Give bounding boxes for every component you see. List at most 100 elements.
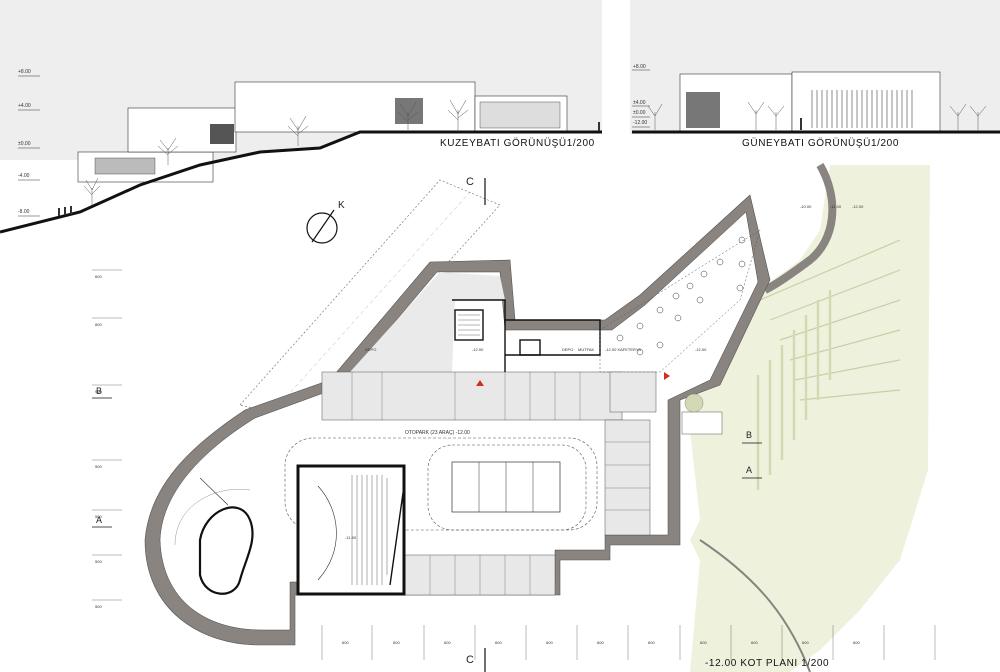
stair-treads	[458, 314, 480, 336]
parking-column-right-dividers	[605, 441, 650, 511]
lower-contour	[699, 539, 811, 672]
north-label: K	[338, 200, 345, 211]
parking-circulation-loop	[284, 437, 598, 531]
site-level-2: -11.00	[830, 204, 842, 209]
terrace-lines	[759, 239, 901, 401]
cafe-counter	[609, 371, 657, 413]
nw-building-mid-dark	[210, 124, 234, 144]
level-entry: -12.00	[472, 347, 484, 352]
room-mutfak: MUTFAK	[578, 347, 595, 352]
spiral-ramp-island	[198, 506, 254, 595]
nw-level-2: +4.00	[18, 103, 31, 109]
left-dim-7: 500	[95, 604, 102, 609]
nw-building-right-glass	[479, 101, 561, 129]
left-dim-1: 600	[95, 274, 102, 279]
room-depo-left: DEPO	[365, 347, 377, 352]
nw-building-tall	[234, 81, 476, 133]
parking-island-dividers	[478, 462, 534, 512]
sw-level-markers	[632, 69, 650, 128]
plan-title: -12.00 KOT PLANI 1/200	[705, 658, 830, 669]
nw-building-right-dark	[395, 98, 423, 124]
parking-row-top	[321, 371, 623, 421]
bottom-dim-5: 600	[546, 640, 553, 645]
cafeteria-tables	[616, 236, 746, 356]
service-zone	[350, 272, 505, 372]
ramp-centerline	[271, 191, 471, 414]
nw-level-4: -4.00	[18, 173, 30, 179]
bottom-dim-1: 600	[342, 640, 349, 645]
sw-facade-louvres	[811, 90, 913, 128]
left-dim-5: 500	[95, 514, 102, 519]
north-arrow	[306, 209, 338, 244]
cafe-marker-red	[664, 372, 670, 380]
service-rooms	[452, 299, 601, 372]
sw-level-1: +8.00	[633, 64, 646, 70]
parking-column-right	[604, 419, 651, 536]
bottom-dim-8: 600	[700, 640, 707, 645]
left-dim-6: 500	[95, 559, 102, 564]
section-a-left-label: A	[96, 515, 103, 525]
bottom-dim-11: 600	[853, 640, 860, 645]
sw-building-right	[791, 71, 941, 133]
bottom-dimension-ticks	[321, 625, 936, 660]
sw-building-left-dark	[686, 92, 720, 128]
spiral-ramp-edge	[199, 477, 229, 506]
planting-strips	[756, 290, 832, 490]
level-hall: -11.50	[345, 535, 357, 540]
entry-marker-red	[476, 380, 484, 386]
level-cafe: -12.00	[695, 347, 707, 352]
sw-level-4: -12.00	[633, 120, 648, 126]
nw-terrain-fill	[0, 132, 602, 232]
sw-trees	[647, 101, 987, 130]
left-dim-4: 500	[95, 464, 102, 469]
section-a-right-label: A	[746, 465, 753, 475]
parking-label: OTOPARK (23 ARAÇ) -12.00	[405, 430, 470, 436]
nw-level-1: +8.00	[18, 69, 31, 75]
nw-people	[58, 122, 600, 216]
sw-level-3: ±0.00	[633, 110, 646, 116]
access-ramp	[239, 179, 501, 421]
bottom-dim-4: 600	[495, 640, 502, 645]
site-level-3: -12.00	[852, 204, 864, 209]
bottom-dim-7: 600	[648, 640, 655, 645]
northwest-elevation	[0, 75, 602, 234]
auditorium-diagonal-wall	[389, 485, 405, 586]
section-c-bottom-label: C	[466, 654, 474, 666]
bottom-dim-3: 600	[444, 640, 451, 645]
left-dim-2: 800	[95, 322, 102, 327]
nw-level-5: -8.00	[18, 209, 30, 215]
left-dim-3: 900	[95, 389, 102, 394]
southwest-elevation	[632, 69, 1000, 134]
section-markers-ab	[92, 397, 762, 528]
room-kafeterya: -12.00 KAFETERYA	[605, 347, 641, 352]
parking-row-top-dividers	[351, 372, 581, 420]
sw-person	[800, 118, 802, 130]
hill-contour	[763, 163, 837, 294]
left-dimension-ticks	[92, 269, 122, 601]
nw-terrain-line	[0, 130, 602, 234]
cafeteria-outline	[599, 229, 761, 373]
southwest-elevation-title: GÜNEYBATI GÖRÜNÜŞÜ1/200	[742, 138, 899, 149]
auditorium-hall	[296, 464, 406, 596]
parking-inner-loop	[427, 444, 587, 531]
sw-level-2: ±4.00	[633, 100, 646, 106]
entrance-steps	[681, 411, 723, 435]
bottom-dim-6: 600	[597, 640, 604, 645]
entrance-plant	[684, 393, 704, 413]
bottom-dim-10: 600	[802, 640, 809, 645]
nw-level-3: ±0.00	[18, 141, 31, 147]
nw-trees	[83, 99, 469, 205]
section-c-top-label: C	[466, 176, 474, 188]
nw-building-lower-band	[94, 157, 156, 175]
parking-row-bottom-dividers	[429, 555, 531, 595]
nw-level-markers	[18, 75, 40, 217]
bottom-dim-9: 600	[751, 640, 758, 645]
site-level-1: -10.00	[800, 204, 812, 209]
section-b-right-label: B	[746, 430, 753, 440]
landscape-green-area	[685, 165, 930, 672]
auditorium-stage	[317, 485, 337, 581]
northwest-elevation-title: KUZEYBATI GÖRÜNÜŞÜ1/200	[440, 138, 595, 149]
section-b-left-label: B	[96, 386, 103, 396]
